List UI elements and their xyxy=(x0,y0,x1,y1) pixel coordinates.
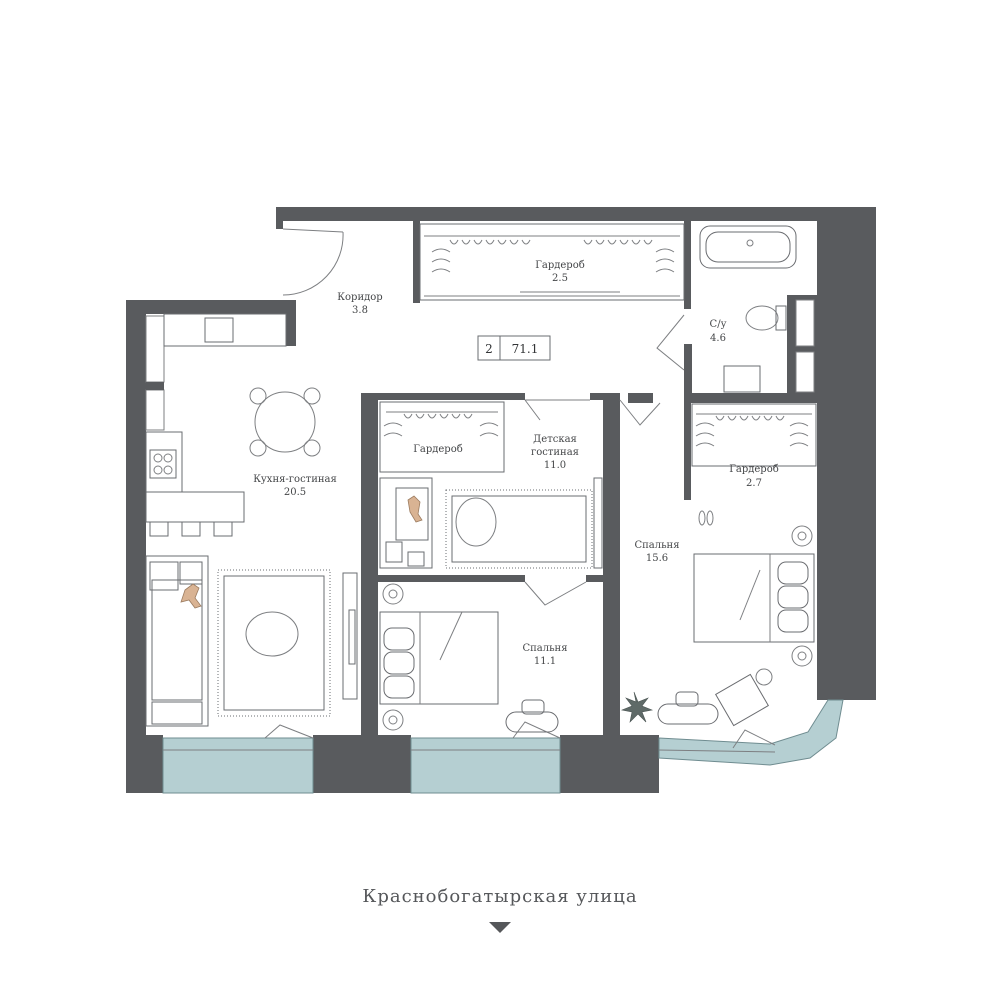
wardrobe-small-name: Гардероб xyxy=(413,444,463,455)
bedroom-large-area: 15.6 xyxy=(646,553,668,564)
wall-bottom-3 xyxy=(560,735,659,793)
wall-kitchen-kids xyxy=(361,393,378,738)
window-small-bedroom xyxy=(410,737,561,794)
kids-living-name-1: Детская xyxy=(533,434,577,445)
kids-sofa xyxy=(379,477,433,569)
bedroom-large-name: Спальня xyxy=(634,540,679,551)
wall-wardrobe-right xyxy=(684,221,691,309)
small-bedroom-door xyxy=(524,581,587,606)
wall-bath-bottom xyxy=(684,393,817,403)
doors xyxy=(264,228,776,749)
wall-bath-top-right xyxy=(628,393,653,403)
wardrobe-top-name: Гардероб xyxy=(535,260,585,271)
bathroom-area: 4.6 xyxy=(710,333,726,344)
window-large-bedroom xyxy=(658,699,844,766)
wall-small-bedroom-top-r xyxy=(586,575,606,582)
desk-chair-small xyxy=(505,711,559,733)
shaft-left-1 xyxy=(145,315,165,383)
wardrobe-right-area: 2.7 xyxy=(746,478,762,489)
wall-left xyxy=(126,300,146,793)
wall-wardrobe-right-side xyxy=(684,400,691,500)
kids-living-area: 11.0 xyxy=(544,460,566,471)
wardrobe-top-area: 2.5 xyxy=(552,273,568,284)
wardrobe-top-unit xyxy=(419,223,685,301)
tv-unit xyxy=(342,572,358,700)
kids-rug xyxy=(445,489,593,569)
balcony-door-large xyxy=(732,729,776,749)
corridor-name: Коридор xyxy=(337,292,382,303)
wardrobe-right-name: Гардероб xyxy=(729,464,779,475)
kitchen-living-area: 20.5 xyxy=(284,487,306,498)
apartment-badge: 2 71.1 xyxy=(477,335,551,361)
wall-bath-left xyxy=(684,344,692,400)
bedroom-small-name: Спальня xyxy=(522,643,567,654)
wall-wardrobe-left xyxy=(413,221,420,303)
wall-right xyxy=(817,207,876,700)
furniture xyxy=(145,223,817,733)
entrance-door xyxy=(282,228,344,296)
kids-door xyxy=(524,399,590,421)
kitchen-living-name: Кухня-гостиная xyxy=(253,474,337,485)
desk-chair-large xyxy=(657,703,719,725)
wall-bottom-1 xyxy=(126,735,163,793)
wall-entrance-stub xyxy=(276,207,283,229)
armchair xyxy=(714,673,770,727)
kitchen-sink xyxy=(204,317,234,343)
room-labels: Коридор 3.8 Гардероб 2.5 С/у 4.6 Кухня-г… xyxy=(253,260,779,667)
shaft-left-2 xyxy=(145,389,165,431)
bed-small xyxy=(379,611,499,705)
bath-sink xyxy=(723,365,761,393)
rooms-count: 2 xyxy=(485,342,493,356)
plant-icon xyxy=(620,691,654,723)
toilet xyxy=(745,305,779,331)
wall-kitchen-top xyxy=(126,300,296,314)
balcony-door-bedroom xyxy=(512,721,561,739)
windows xyxy=(162,699,844,794)
shaft-right-1 xyxy=(795,299,815,347)
shaft-left-sep xyxy=(146,382,164,390)
street-name: Краснобогатырская улица xyxy=(362,886,638,907)
balcony-door-kitchen xyxy=(264,724,314,739)
wall-kitchen-top-stub xyxy=(286,300,296,346)
wall-small-bedroom-top xyxy=(378,575,525,582)
bedroom-small-area: 11.1 xyxy=(534,656,556,667)
triangle-down-icon xyxy=(489,922,511,933)
kitchen-island xyxy=(145,491,245,523)
kids-living-name-2: гостиная xyxy=(531,447,579,458)
kitchen-counter-left xyxy=(145,431,183,493)
total-area: 71.1 xyxy=(512,342,539,356)
cat-icon xyxy=(407,495,423,523)
wall-top xyxy=(276,207,876,221)
bathtub xyxy=(699,225,797,269)
wall-kids-top xyxy=(361,393,525,400)
dining-table xyxy=(254,391,316,453)
wardrobe-small-unit xyxy=(379,401,505,473)
bedroom-door xyxy=(619,399,661,426)
walls xyxy=(126,207,876,793)
wall-bottom-2 xyxy=(313,735,411,793)
coffee-table xyxy=(245,611,299,657)
wall-kids-bedroom xyxy=(603,393,620,738)
sofa xyxy=(145,555,209,727)
wall-kids-top-right xyxy=(590,393,620,400)
corridor-area: 3.8 xyxy=(352,305,368,316)
wardrobe-right-unit xyxy=(691,403,817,467)
dog-icon xyxy=(180,583,202,609)
bath-door xyxy=(656,314,685,371)
window-kitchen xyxy=(162,737,314,794)
kitchen-counter xyxy=(163,313,287,347)
bed-large xyxy=(693,553,815,643)
bathroom-name: С/у xyxy=(710,319,727,330)
shaft-right-2 xyxy=(795,351,815,393)
kitchen-cooktop xyxy=(149,449,177,479)
